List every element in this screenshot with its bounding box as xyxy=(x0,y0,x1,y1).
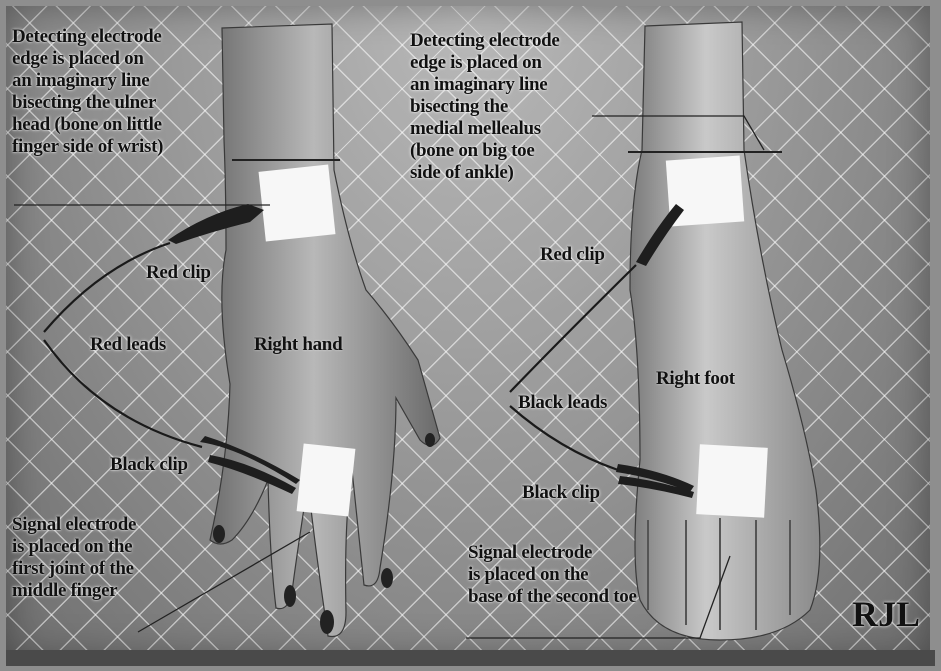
label-foot-signal-electrode: Signal electrode is placed on the base o… xyxy=(468,542,637,608)
label-hand-black-clip: Black clip xyxy=(110,454,188,476)
label-right-hand: Right hand xyxy=(254,334,342,356)
label-hand-red-clip: Red clip xyxy=(146,262,211,284)
right-foot xyxy=(616,22,820,640)
hand-black-lead xyxy=(44,340,202,447)
hand-signal-electrode xyxy=(297,443,356,516)
foot-black-lead xyxy=(510,406,618,470)
index-nail xyxy=(284,585,296,607)
ring-nail xyxy=(381,568,393,588)
middle-nail xyxy=(320,610,334,634)
label-foot-red-clip: Red clip xyxy=(540,244,605,266)
label-foot-black-clip: Black clip xyxy=(522,482,600,504)
hand-red-lead xyxy=(44,243,170,332)
signature-rjl: RJL xyxy=(852,594,920,634)
little-nail xyxy=(425,433,435,447)
foot-silhouette xyxy=(630,22,820,640)
label-foot-detecting-electrode: Detecting electrode edge is placed on an… xyxy=(410,30,560,184)
foot-red-lead xyxy=(510,265,636,392)
thumb-nail xyxy=(213,525,225,543)
foot-signal-electrode xyxy=(696,444,768,517)
hand-silhouette xyxy=(210,24,440,637)
hand-detecting-electrode xyxy=(259,165,336,242)
label-hand-signal-electrode: Signal electrode is placed on the first … xyxy=(12,514,136,602)
label-hand-detecting-electrode: Detecting electrode edge is placed on an… xyxy=(12,26,163,158)
label-right-foot: Right foot xyxy=(656,368,735,390)
label-red-leads: Red leads xyxy=(90,334,166,356)
right-hand xyxy=(168,24,440,637)
label-black-leads: Black leads xyxy=(518,392,607,414)
